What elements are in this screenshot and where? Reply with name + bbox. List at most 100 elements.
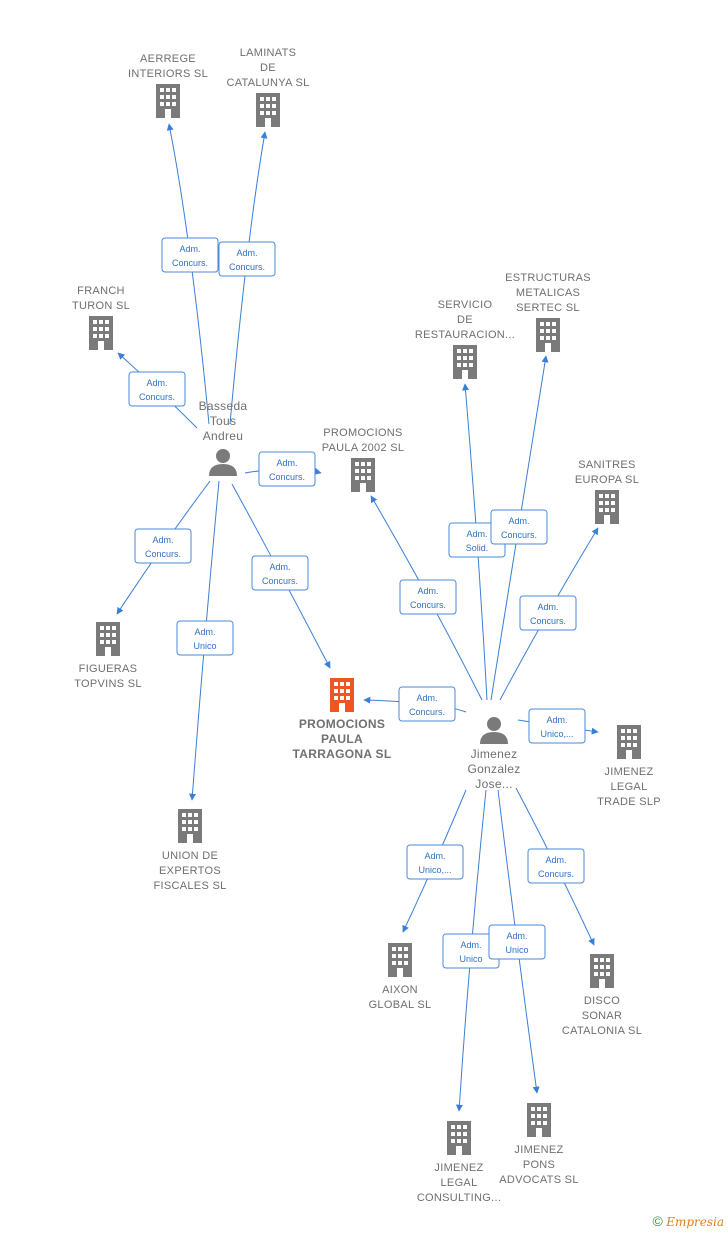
node-label-line[interactable]: JIMENEZ <box>514 1144 563 1156</box>
node-figueras[interactable]: FIGUERAS TOPVINS SL <box>74 622 142 690</box>
node-servicio[interactable]: SERVICIO DE RESTAURACION... <box>415 299 515 379</box>
node-label-line[interactable]: ADVOCATS SL <box>499 1174 579 1186</box>
copyright-icon: © <box>652 1213 663 1229</box>
node-label-line[interactable]: Tous <box>210 414 237 428</box>
node-label-line[interactable]: DISCO <box>584 995 620 1007</box>
node-franch[interactable]: FRANCH TURON SL <box>72 285 130 350</box>
node-label-line[interactable]: JIMENEZ <box>604 766 653 778</box>
node-label-line[interactable]: SANITRES <box>578 459 635 471</box>
node-label-line[interactable]: Jimenez <box>471 747 518 761</box>
node-laminats[interactable]: LAMINATS DE CATALUNYA SL <box>226 47 309 127</box>
node-jimenez[interactable]: JimenezGonzalezJose... <box>467 717 520 791</box>
edge-label-line: Unico,... <box>418 865 451 875</box>
edge-label-box <box>251 555 309 591</box>
building-icon[interactable] <box>156 84 180 118</box>
edge-label-box <box>490 509 548 545</box>
edge-jimenez-jlegalcons: Adm.Unico <box>442 789 500 1112</box>
node-label-line[interactable]: TURON SL <box>72 300 130 312</box>
node-label-line[interactable]: METALICAS <box>516 287 580 299</box>
node-label-line[interactable]: ESTRUCTURAS <box>505 272 591 284</box>
building-icon[interactable] <box>536 318 560 352</box>
node-jlegalcons[interactable]: JIMENEZ LEGAL CONSULTING... <box>417 1121 501 1204</box>
edge-label-box <box>399 579 457 615</box>
building-icon[interactable] <box>89 316 113 350</box>
building-icon[interactable] <box>527 1103 551 1137</box>
edge-label-line: Concurs. <box>409 707 445 717</box>
node-label-line[interactable]: PROMOCIONS <box>323 427 402 439</box>
building-icon[interactable] <box>388 943 412 977</box>
building-icon[interactable] <box>178 809 202 843</box>
node-label-line[interactable]: CATALONIA SL <box>562 1025 642 1037</box>
node-label-line[interactable]: PAULA 2002 SL <box>322 442 405 454</box>
node-label-line[interactable]: Gonzalez <box>467 762 520 776</box>
node-estructuras[interactable]: ESTRUCTURAS METALICAS SERTEC SL <box>505 272 591 352</box>
edge-label-line: Unico,... <box>540 729 573 739</box>
edge-label-line: Unico <box>459 954 482 964</box>
node-label-line[interactable]: FRANCH <box>77 285 125 297</box>
building-icon[interactable] <box>447 1121 471 1155</box>
edge-jimenez-jlegaltrade: Adm.Unico,... <box>517 708 599 744</box>
node-label-line[interactable]: GLOBAL SL <box>369 999 432 1011</box>
building-icon[interactable] <box>256 93 280 127</box>
node-label-line[interactable]: CONSULTING... <box>417 1192 501 1204</box>
building-icon[interactable] <box>453 345 477 379</box>
node-label-line[interactable]: FISCALES SL <box>154 880 227 892</box>
node-label-line[interactable]: SONAR <box>582 1010 623 1022</box>
node-label-line[interactable]: JIMENEZ <box>434 1162 483 1174</box>
node-union[interactable]: UNION DE EXPERTOS FISCALES SL <box>154 809 227 892</box>
node-label-line[interactable]: LEGAL <box>611 781 648 793</box>
node-aerrege[interactable]: AERREGE INTERIORS SL <box>128 53 208 118</box>
node-label-line[interactable]: INTERIORS SL <box>128 68 208 80</box>
edge-label-line: Concurs. <box>145 549 181 559</box>
node-label-line[interactable]: Andreu <box>203 429 244 443</box>
node-jlegaltrade[interactable]: JIMENEZ LEGAL TRADE SLP <box>597 725 661 808</box>
node-promo2002[interactable]: PROMOCIONS PAULA 2002 SL <box>322 427 405 492</box>
node-label-line[interactable]: DE <box>457 314 473 326</box>
edge-label-box <box>176 620 234 656</box>
node-label-line[interactable]: SERVICIO <box>438 299 493 311</box>
node-label-line[interactable]: RESTAURACION... <box>415 329 515 341</box>
edge-basseda-promotarr: Adm.Concurs. <box>231 483 331 669</box>
node-label-line[interactable]: FIGUERAS <box>79 663 138 675</box>
node-label-line[interactable]: SERTEC SL <box>516 302 580 314</box>
building-icon[interactable] <box>330 678 354 712</box>
edge-label-box <box>528 708 586 744</box>
node-aixon[interactable]: AIXON GLOBAL SL <box>369 943 432 1011</box>
person-icon[interactable] <box>209 449 237 476</box>
node-label-line[interactable]: TRADE SLP <box>597 796 661 808</box>
building-icon[interactable] <box>617 725 641 759</box>
node-label-line[interactable]: UNION DE <box>162 850 218 862</box>
node-label-line[interactable]: AERREGE <box>140 53 196 65</box>
node-disco[interactable]: DISCO SONAR CATALONIA SL <box>562 954 642 1037</box>
node-label-line[interactable]: PROMOCIONS <box>299 717 385 731</box>
node-label-line[interactable]: PAULA <box>321 732 363 746</box>
building-icon[interactable] <box>96 622 120 656</box>
edge-label-line: Adm. <box>506 931 527 941</box>
node-label-line[interactable]: TARRAGONA SL <box>293 747 392 761</box>
edge-jimenez-promotarr: Adm.Concurs. <box>363 686 467 722</box>
node-label-line[interactable]: CATALUNYA SL <box>226 77 309 89</box>
node-label-line[interactable]: DE <box>260 62 276 74</box>
edge-label-line: Solid. <box>466 543 489 553</box>
building-icon[interactable] <box>351 458 375 492</box>
edge-label-box <box>519 595 577 631</box>
node-label-line[interactable]: TOPVINS SL <box>74 678 142 690</box>
edge-jimenez-promo2002: Adm.Concurs. <box>370 495 483 701</box>
edge-label-box <box>258 451 316 487</box>
node-label-line[interactable]: EXPERTOS <box>159 865 221 877</box>
person-icon[interactable] <box>480 717 508 744</box>
node-label-line[interactable]: PONS <box>523 1159 555 1171</box>
edge-label-box <box>488 924 546 960</box>
node-label-line[interactable]: LEGAL <box>441 1177 478 1189</box>
building-icon[interactable] <box>590 954 614 988</box>
node-label-line[interactable]: LAMINATS <box>240 47 297 59</box>
node-label-line[interactable]: AIXON <box>382 984 418 996</box>
node-label-line[interactable]: Jose... <box>475 777 512 791</box>
building-icon[interactable] <box>595 490 619 524</box>
node-label-line[interactable]: EUROPA SL <box>575 474 639 486</box>
node-sanitres[interactable]: SANITRES EUROPA SL <box>575 459 639 524</box>
node-label-line[interactable]: Basseda <box>199 399 248 413</box>
node-jpons[interactable]: JIMENEZ PONS ADVOCATS SL <box>499 1103 579 1186</box>
